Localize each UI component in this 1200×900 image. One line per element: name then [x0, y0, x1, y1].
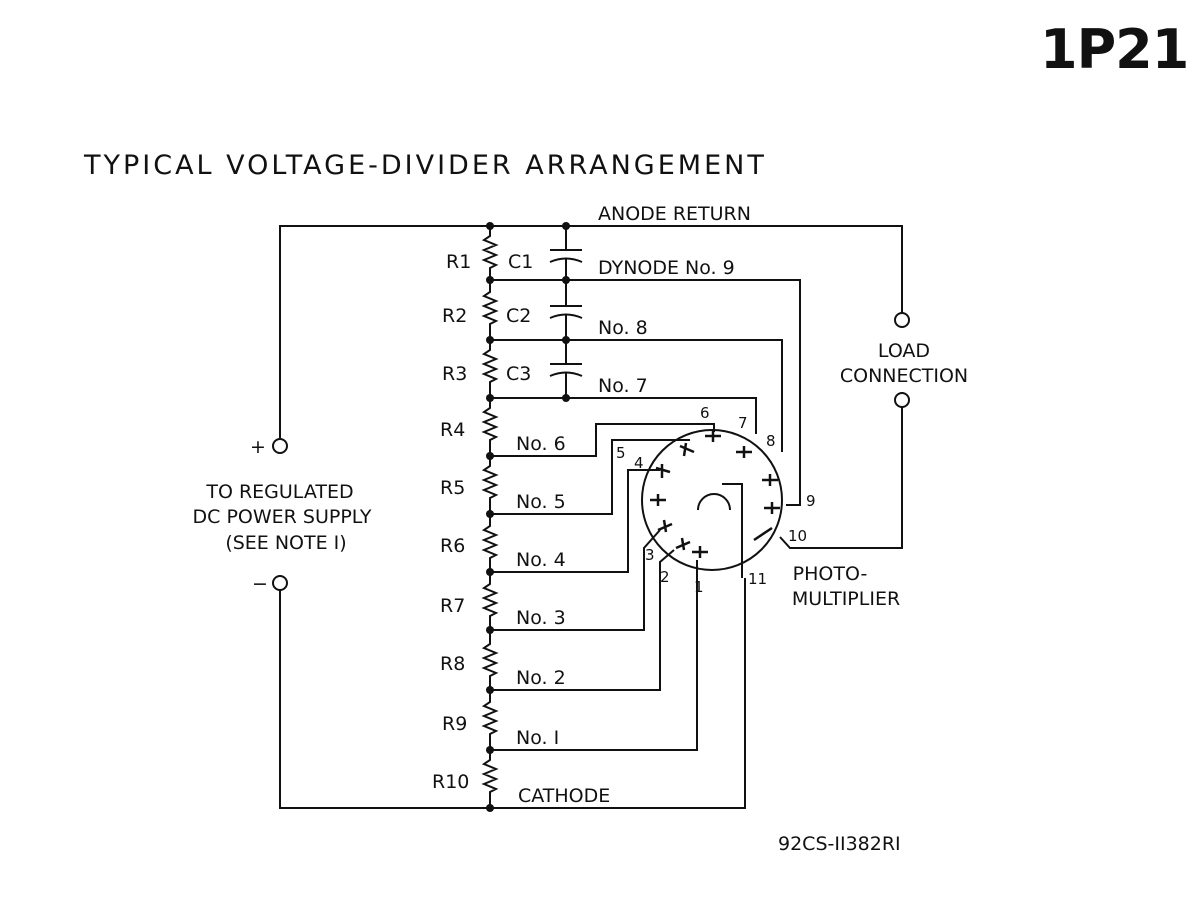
cathode-lead	[722, 483, 743, 578]
pin-label-3: 3	[645, 546, 655, 564]
tap-wire-dy3	[490, 529, 661, 631]
capacitor-label-c3: C3	[506, 363, 531, 385]
tap-label-dy1: No. I	[516, 727, 559, 749]
plus-terminal	[272, 438, 288, 454]
pin-label-10: 10	[788, 527, 807, 545]
supply-label-line-3: (SEE NOTE I)	[225, 532, 346, 554]
resistor-label-r9: R9	[442, 713, 467, 735]
tap-label-dy2: No. 2	[516, 667, 566, 689]
resistor-label-r10: R10	[432, 771, 469, 793]
diagram-title: TYPICAL VOLTAGE-DIVIDER ARRANGEMENT	[84, 150, 767, 181]
pin-label-9: 9	[806, 492, 816, 510]
minus-terminal	[272, 575, 288, 591]
anode-return-wire	[279, 225, 903, 438]
cathode-return-wire	[279, 578, 746, 809]
load-wire	[779, 407, 903, 549]
pin-label-4: 4	[634, 454, 644, 472]
load-label-line-2: CONNECTION	[840, 365, 968, 387]
pin-label-1: 1	[694, 578, 704, 596]
tap-wire-dy9	[490, 279, 801, 506]
pin-label-5: 5	[616, 444, 626, 462]
tap-label-dy8: No. 8	[598, 317, 648, 339]
tap-label-dy3: No. 3	[516, 607, 566, 629]
junction-dots	[486, 222, 570, 812]
pin-label-7: 7	[738, 414, 748, 432]
tap-wire-dy1	[490, 560, 698, 751]
tap-label-dy6: No. 6	[516, 433, 566, 455]
tap-label-anode: ANODE RETURN	[598, 203, 751, 225]
tap-wire-dy6	[490, 423, 715, 457]
load-label-line-1: LOAD	[878, 340, 930, 362]
tap-label-dy7: No. 7	[598, 375, 648, 397]
pin-label-6: 6	[700, 404, 710, 422]
capacitor-label-c1: C1	[508, 251, 533, 273]
drawing-number: 92CS-II382RI	[778, 833, 901, 855]
photocathode-icon	[697, 493, 731, 511]
pin-label-2: 2	[660, 568, 670, 586]
resistor-label-r3: R3	[442, 363, 467, 385]
tap-label-dy4: No. 4	[516, 549, 566, 571]
tap-wire-dy2	[490, 549, 675, 691]
tap-wire-dy8	[490, 339, 783, 452]
capacitor-column	[549, 226, 583, 398]
minus-label: −	[252, 573, 268, 595]
tap-label-dy9: DYNODE No. 9	[598, 257, 735, 279]
supply-label-line-1: TO REGULATED	[205, 481, 353, 503]
pin-label-11: 11	[748, 570, 767, 588]
pin-label-8: 8	[766, 432, 776, 450]
resistor-label-r8: R8	[440, 653, 465, 675]
tube-label-line-2: MULTIPLIER	[792, 588, 900, 610]
resistor-label-r2: R2	[442, 305, 467, 327]
resistor-label-r4: R4	[440, 419, 465, 441]
supply-label-line-2: DC POWER SUPPLY	[193, 506, 372, 528]
tube-label-line-1: PHOTO-	[793, 563, 868, 585]
tap-wire-dy4	[490, 469, 660, 573]
dynode-symbols	[650, 430, 780, 558]
resistor-label-r1: R1	[446, 251, 471, 273]
resistor-label-r6: R6	[440, 535, 465, 557]
capacitor-label-c2: C2	[506, 305, 531, 327]
tap-wire-dy5	[490, 439, 690, 515]
tap-label-dy5: No. 5	[516, 491, 566, 513]
load-terminal-bottom	[894, 392, 910, 408]
tap-label-cathode: CATHODE	[518, 785, 610, 807]
tap-wire-dy7	[490, 397, 757, 434]
plus-label: +	[250, 436, 266, 458]
load-terminal-top	[894, 312, 910, 328]
tube-type-heading: 1P21	[1040, 18, 1189, 81]
resistor-label-r5: R5	[440, 477, 465, 499]
resistor-label-r7: R7	[440, 595, 465, 617]
